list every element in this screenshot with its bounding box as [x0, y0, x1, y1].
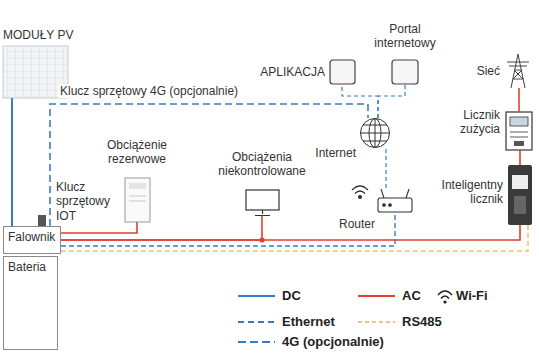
connector-line	[61, 225, 520, 240]
connector-line	[61, 212, 395, 246]
legend-label: Ethernet	[282, 314, 335, 330]
portal-device-icon	[392, 60, 418, 84]
node-label: Licznik zużycia	[438, 108, 500, 137]
legend-label: 4G (opcjonalnie)	[282, 334, 384, 350]
connector-line	[378, 84, 405, 118]
consumption-meter: Licznik zużycia	[506, 112, 532, 150]
connector-line	[342, 84, 378, 118]
node-label: Falownik	[8, 230, 56, 244]
node-label: Internet	[296, 146, 356, 160]
node-label: Inteligentny licznik	[428, 178, 503, 207]
node-label: MODUŁY PV	[3, 28, 93, 42]
smart-meter: Inteligentny licznik	[508, 165, 532, 225]
portal-device: Portal internetowy	[392, 60, 418, 84]
internet-globe: Internet	[360, 118, 390, 148]
connector-line	[518, 88, 520, 112]
connector-line	[61, 216, 262, 240]
node-label: Router	[320, 217, 375, 231]
iot-dongle	[38, 215, 46, 226]
connector-line	[519, 150, 521, 165]
wifi-legend-icon	[436, 288, 454, 304]
connector-line	[61, 222, 137, 233]
consumption-meter-icon	[506, 112, 532, 150]
legend-line-sample	[238, 334, 275, 350]
legend-label: DC	[282, 288, 301, 304]
node-label: Bateria	[8, 260, 53, 274]
part-label: Klucz sprzętowy IOT	[56, 180, 118, 223]
connector-line	[385, 148, 386, 188]
inverter-box: Falownik	[3, 226, 61, 254]
connector-line	[11, 98, 13, 226]
node-label: Sieć	[450, 64, 500, 78]
node-label: APLIKACJA	[235, 65, 325, 79]
legend-label: Wi-Fi	[456, 288, 488, 304]
wifi-symbol	[352, 186, 368, 198]
app-device: APLIKACJA	[330, 60, 355, 84]
edge-label: Klucz sprzętowy 4G (opcjonalnie)	[58, 84, 240, 98]
node-label: Portal internetowy	[365, 22, 445, 51]
grid-tower: Sieć	[504, 52, 532, 88]
backup-load-icon	[125, 178, 150, 222]
legend-line-sample	[358, 288, 395, 304]
backup-load: Obciążenie rezerwowe	[125, 178, 150, 222]
legend-label: RS485	[402, 314, 442, 330]
node-label: Obciążenie rezerwowe	[92, 138, 182, 167]
internet-globe-icon	[361, 119, 390, 148]
router: Router	[378, 188, 412, 212]
connector-line	[61, 225, 528, 251]
grid-tower-icon	[507, 54, 529, 88]
router-icon	[378, 189, 412, 212]
legend-line-sample	[358, 314, 395, 330]
connector-line	[50, 104, 368, 226]
uncontrolled-loads: Obciążenia niekontrolowane	[245, 190, 280, 216]
battery-box: Bateria	[3, 256, 58, 350]
legend-label: AC	[402, 288, 421, 304]
smart-meter-icon	[508, 165, 532, 225]
legend-line-sample	[238, 288, 275, 304]
app-device-icon	[330, 60, 355, 84]
legend-line-sample	[238, 314, 275, 330]
monitor-icon	[246, 190, 279, 216]
node-label: Obciążenia niekontrolowane	[207, 150, 317, 179]
